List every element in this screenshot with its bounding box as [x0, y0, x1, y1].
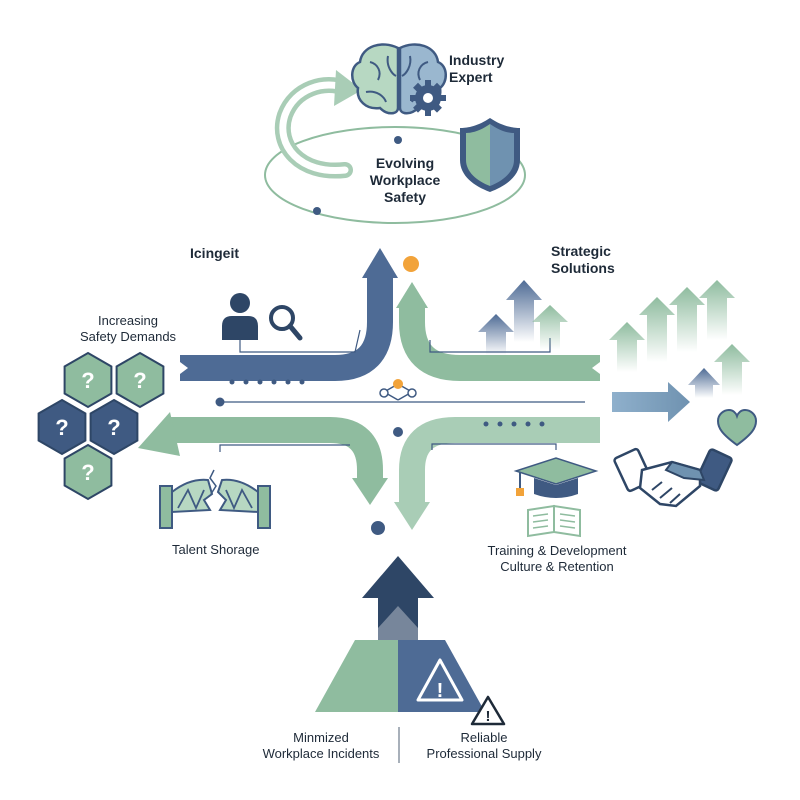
question-mark: ?: [81, 368, 94, 393]
question-mark: ?: [81, 460, 94, 485]
green-upper-path: [399, 305, 600, 381]
navy-upper-arrowhead: [362, 248, 398, 278]
growth-arrows-navy: [478, 280, 568, 355]
reliable-line-2: Professional Supply: [426, 745, 542, 761]
shield-icon: [460, 118, 520, 192]
industry-expert-label: Industry Expert: [449, 52, 504, 86]
dot-rows: [229, 379, 545, 427]
question-mark: ?: [133, 368, 146, 393]
graduation-cap-icon: [513, 457, 599, 498]
green-right-path: [399, 417, 600, 505]
industry-expert-line-1: Industry: [449, 52, 505, 68]
talent-shortage-label: Talent Shorage: [172, 542, 260, 557]
crossroads-paths: [138, 248, 690, 530]
question-hexagon-icon: [63, 443, 113, 501]
node-top-orange: [403, 256, 419, 272]
green-upper-arrowhead: [396, 282, 428, 308]
training-line-1: Training & Development: [487, 543, 627, 558]
slate-right-arrow: [612, 382, 690, 422]
strategic-solutions-line-2: Solutions: [551, 259, 615, 276]
reliable-line-1: Reliable: [460, 730, 508, 745]
network-icon: [379, 379, 417, 401]
reliable-supply-label: Reliable Professional Supply: [427, 730, 542, 761]
navy-upper-path: [180, 275, 393, 381]
evolving-safety-label: Evolving Workplace Safety: [370, 155, 441, 205]
evolving-safety-line-3: Safety: [383, 188, 427, 205]
heart-icon: [716, 408, 758, 447]
handshake-icon: [613, 447, 733, 508]
training-line-2: Culture & Retention: [500, 558, 614, 574]
question-hexagon-icon: [115, 351, 165, 409]
growth-arrows-green: [609, 280, 750, 398]
green-left-arrowhead: [138, 412, 180, 456]
cycle-arrow-icon: [274, 70, 362, 179]
broken-bridge-icon: [159, 469, 271, 529]
question-mark: ?: [55, 415, 68, 440]
increasing-demands-label: Increasing Safety Demands: [80, 313, 176, 344]
minimized-line-2: Workplace Incidents: [262, 745, 380, 761]
cycle-node-bottom: [313, 207, 321, 215]
green-down-left-arrowhead: [352, 478, 388, 505]
svg-text:!: !: [486, 708, 491, 725]
pyramid-big-arrow: [362, 556, 434, 640]
evolving-safety-cycle: [264, 43, 526, 224]
green-down-right-arrowhead: [394, 502, 430, 530]
training-label: Training & Development Culture & Retenti…: [488, 543, 627, 574]
node-center: [393, 427, 403, 437]
question-hexagon-icon: [89, 398, 139, 456]
evolving-safety-line-1: Evolving: [375, 155, 435, 171]
insight-label: Icingeit: [190, 245, 240, 261]
open-book-icon: [527, 504, 581, 538]
cycle-ellipse: [264, 126, 526, 224]
question-hexagons: ?????: [37, 351, 165, 501]
strategic-solutions-line-1: Strategic: [551, 243, 611, 259]
node-bottom: [371, 521, 385, 535]
warning-icon: !: [416, 658, 464, 702]
pyramid-left-half: [315, 640, 398, 712]
strategic-solutions-label: Strategic Solutions: [551, 243, 615, 277]
increasing-demands-line-2: Safety Demands: [79, 328, 177, 344]
minimized-incidents-label: Minmized Workplace Incidents: [263, 730, 380, 761]
increasing-demands-line-1: Increasing: [98, 313, 158, 328]
minimized-line-1: Minmized: [293, 730, 349, 745]
svg-text:!: !: [437, 680, 444, 702]
evolving-safety-line-2: Workplace: [369, 171, 441, 188]
question-mark: ?: [107, 415, 120, 440]
node-left: [215, 397, 225, 407]
question-hexagon-icon: [37, 398, 87, 456]
question-hexagon-icon: [63, 351, 113, 409]
person-search-icon: [222, 293, 303, 341]
bottom-pyramid: ! !: [315, 556, 506, 763]
green-left-path: [170, 417, 383, 480]
warning-icon: !: [470, 695, 506, 726]
industry-expert-line-2: Expert: [449, 68, 493, 85]
cycle-node-top: [394, 136, 402, 144]
